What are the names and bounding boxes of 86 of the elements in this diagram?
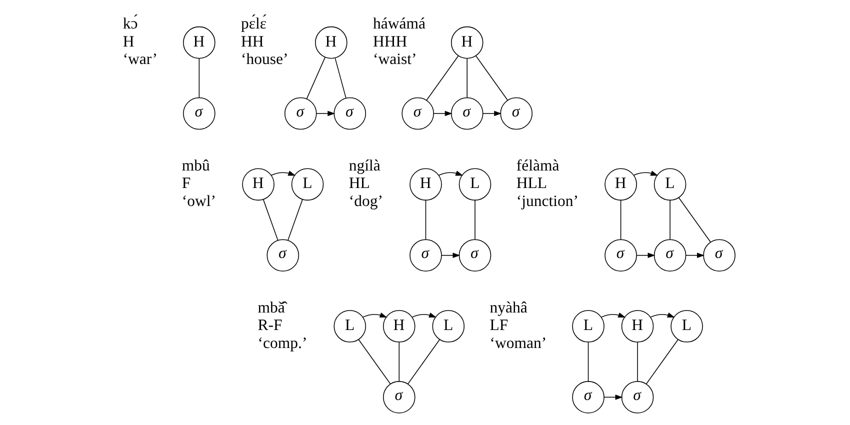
node-circle: L: [670, 310, 703, 342]
arrow: [650, 312, 675, 318]
label: ngílà: [348, 157, 380, 174]
label: H: [122, 33, 134, 50]
node-circle: σ: [402, 97, 434, 130]
node-circle: L: [432, 310, 465, 342]
connector: [620, 200, 622, 240]
connector: [407, 339, 440, 384]
label: ‘owl’: [182, 192, 216, 210]
connector: [425, 200, 426, 240]
connector: [588, 342, 589, 382]
node-circle: σ: [382, 381, 416, 414]
label: HLL: [516, 175, 547, 192]
node-circle: σ: [621, 381, 654, 414]
connector: [262, 199, 278, 240]
node-circle: H: [604, 168, 637, 201]
node-circle: σ: [183, 97, 216, 130]
label: HHH: [373, 33, 408, 50]
arrow: [600, 312, 626, 318]
connector: [334, 58, 346, 98]
connector: [198, 58, 200, 98]
arrow: [438, 170, 464, 176]
arrow: [441, 252, 460, 258]
arrow: [362, 312, 388, 318]
arrow: [316, 110, 336, 116]
node-circle: σ: [266, 239, 300, 272]
label: mbǎ̂: [258, 299, 285, 316]
node-circle: H: [315, 26, 348, 59]
node-circle: σ: [703, 239, 736, 272]
node-circle: H: [242, 168, 274, 201]
arrow: [633, 170, 658, 176]
arrow: [270, 170, 296, 176]
connector: [426, 55, 459, 101]
arrow: [412, 312, 437, 318]
node-circle: σ: [458, 239, 492, 272]
label: mbû: [182, 157, 210, 174]
label: ‘waist’: [373, 51, 417, 68]
label: ‘comp.’: [258, 334, 308, 352]
label: LF: [490, 317, 508, 334]
label: F: [182, 175, 191, 192]
arrow: [433, 110, 452, 116]
node-circle: σ: [334, 97, 366, 130]
label: háwámá: [373, 16, 426, 33]
node-circle: σ: [450, 97, 484, 130]
connector: [678, 197, 711, 243]
node-circle: L: [572, 310, 604, 342]
node-circle: σ: [654, 239, 686, 272]
connector: [646, 339, 678, 384]
connector: [637, 342, 638, 382]
node-circle: H: [410, 168, 442, 201]
node-circle: L: [458, 168, 492, 201]
label: R-F: [258, 317, 282, 334]
label: HH: [241, 33, 264, 50]
arrow: [482, 110, 502, 116]
connector: [474, 200, 476, 240]
arrow: [685, 252, 705, 258]
label: pɛ́lɛ́: [241, 16, 267, 33]
label: nyàhâ: [490, 299, 528, 316]
label: ‘junction’: [516, 192, 578, 210]
node-circle: H: [183, 26, 216, 59]
arrow: [636, 252, 656, 258]
connector: [288, 199, 303, 240]
label: kɔ́: [122, 16, 138, 33]
connector: [476, 55, 508, 101]
label: ‘war’: [122, 51, 158, 68]
node-circle: H: [621, 310, 654, 342]
node-circle: σ: [410, 239, 442, 272]
connector: [306, 56, 326, 100]
label: ‘dog’: [348, 192, 384, 210]
node-circle: L: [334, 310, 366, 342]
connector: [398, 342, 400, 382]
label: ‘woman’: [490, 334, 547, 352]
node-circle: L: [291, 168, 324, 201]
node-circle: H: [382, 310, 416, 342]
connector: [358, 339, 391, 384]
arrow: [604, 394, 623, 400]
label: ‘house’: [241, 51, 288, 68]
node-circle: σ: [500, 97, 533, 130]
node-circle: σ: [572, 381, 604, 414]
label: félàmà: [516, 157, 560, 174]
label: HL: [348, 175, 370, 192]
node-circle: σ: [284, 97, 317, 130]
connector: [466, 58, 468, 98]
node-circle: σ: [604, 239, 637, 272]
node-circle: L: [654, 168, 686, 201]
node-circle: H: [450, 26, 484, 59]
